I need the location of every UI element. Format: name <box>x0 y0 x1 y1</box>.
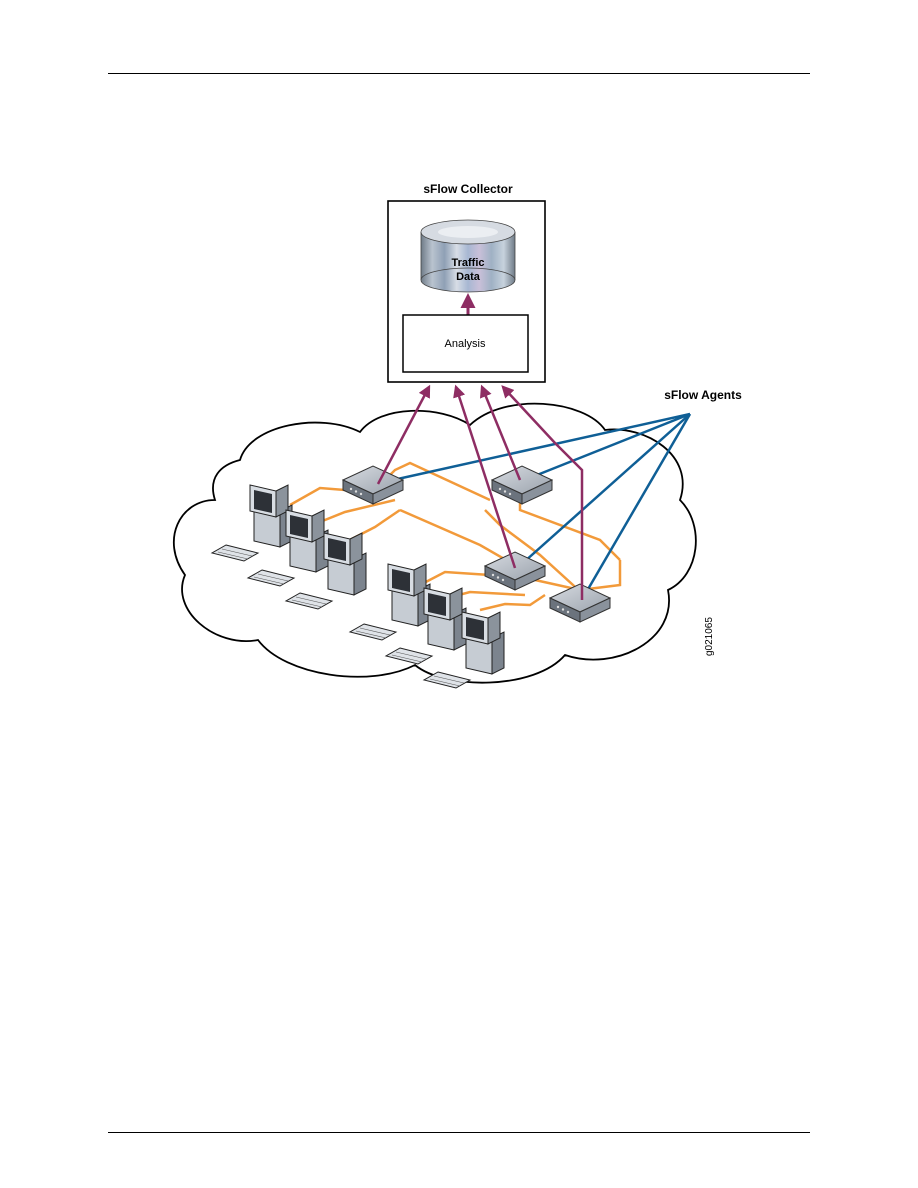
database-label-traffic: Traffic <box>451 257 484 269</box>
database-label-data: Data <box>456 271 481 283</box>
analysis-label: Analysis <box>445 338 486 350</box>
agents-label: sFlow Agents <box>664 388 742 402</box>
collector-title: sFlow Collector <box>423 182 513 196</box>
figure-id: g021065 <box>704 617 715 656</box>
